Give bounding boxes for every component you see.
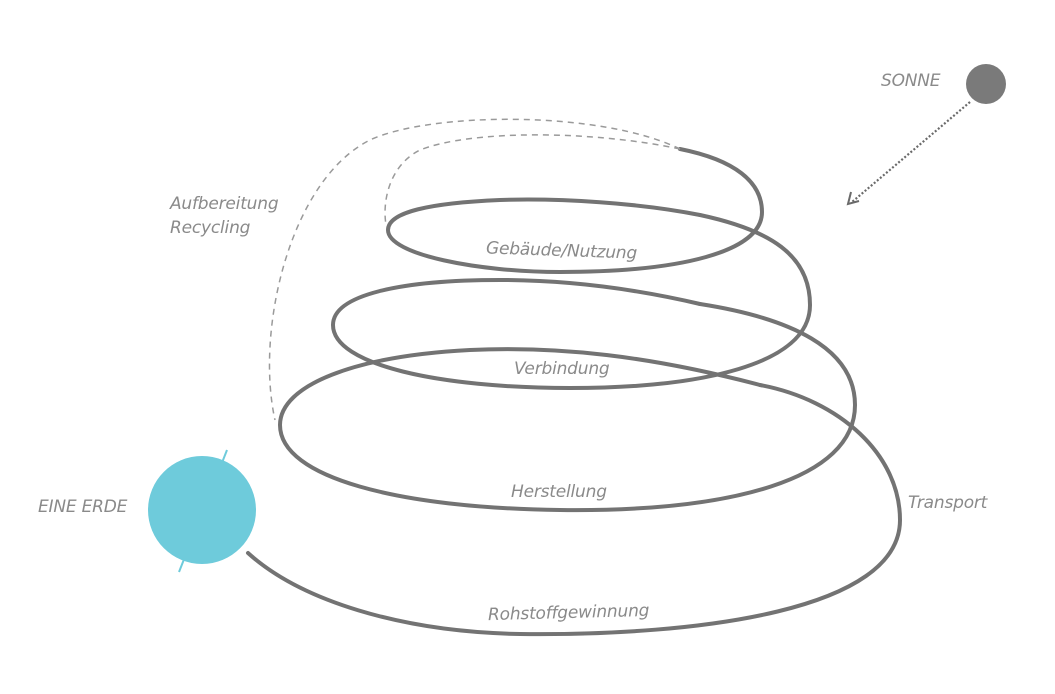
- recycling-dashed-outer: [268, 118, 681, 421]
- spiral-verbindung: [330, 213, 813, 391]
- label-verbindung: Verbindung: [514, 359, 610, 379]
- label-transport: Transport: [908, 493, 988, 513]
- label-eine-erde: EINE ERDE: [38, 497, 128, 517]
- label-recycling: Recycling: [170, 218, 251, 238]
- earth-circle: [148, 456, 256, 564]
- spiral-rohstoff-transport: [246, 383, 903, 637]
- label-aufbereitung: Aufbereitung: [170, 194, 279, 214]
- spiral-herstellung: [277, 302, 858, 513]
- recycling-dashed-inner: [384, 134, 681, 226]
- sun-ray-arrow: [851, 101, 971, 203]
- sun-circle: [966, 64, 1006, 104]
- label-herstellung: Herstellung: [511, 482, 607, 502]
- label-rohstoffgewinnung: Rohstoffgewinnung: [487, 600, 650, 626]
- label-sonne: SONNE: [881, 71, 941, 91]
- sun-ray-arrowhead: [846, 191, 860, 206]
- spiral-gebaeude: [385, 147, 765, 275]
